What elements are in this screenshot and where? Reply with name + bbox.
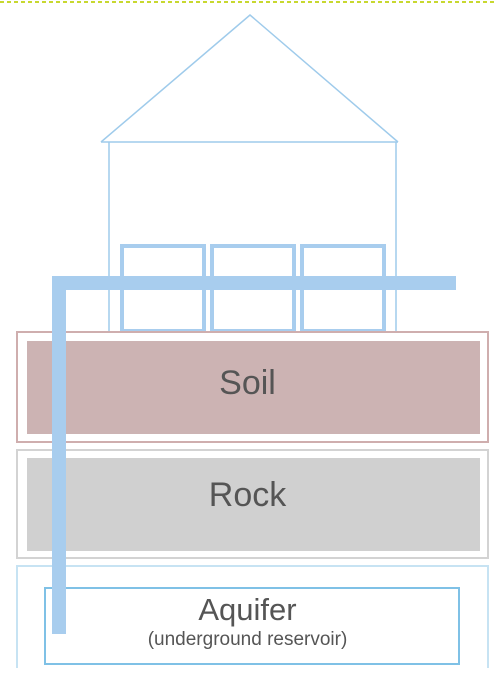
rock-layer-fill xyxy=(27,458,480,551)
aquifer-layer-outline xyxy=(16,565,489,673)
aquifer-label: Aquifer xyxy=(198,592,297,627)
aquifer-layer xyxy=(16,565,489,673)
rock-layer xyxy=(16,449,489,559)
aquifer-sublabel: (underground reservoir) xyxy=(147,629,348,650)
rock-label: Rock xyxy=(208,476,287,514)
well-pipe-icon xyxy=(52,276,456,634)
soil-layer xyxy=(16,331,489,443)
soil-label: Soil xyxy=(219,364,276,402)
soil-layer-fill xyxy=(27,341,480,434)
well-pipe-vertical xyxy=(52,276,66,634)
rock-layer-outline xyxy=(16,449,489,559)
well-pipe-horizontal xyxy=(52,276,456,290)
aquifer-box xyxy=(44,587,460,665)
soil-layer-outline xyxy=(16,331,489,443)
house-roof xyxy=(100,14,399,143)
